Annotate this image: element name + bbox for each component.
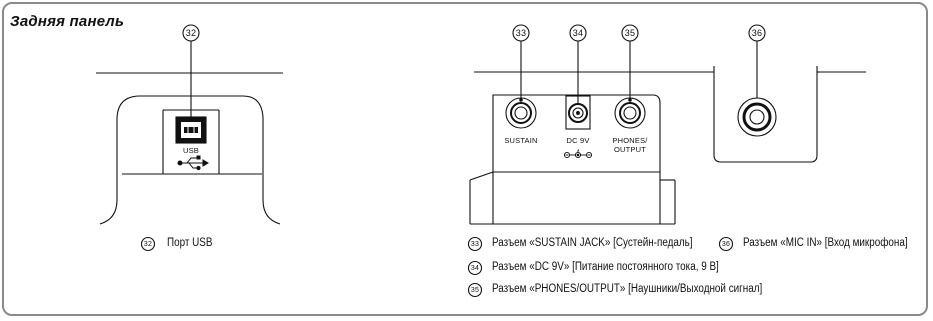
- phones-label-line1: PHONES/: [612, 136, 648, 145]
- sustain-label: SUSTAIN: [504, 136, 538, 145]
- callout-number-33: 33: [515, 28, 527, 38]
- usb-port-icon: [175, 116, 207, 144]
- mic-panel-drawing: [673, 66, 866, 163]
- legend-number-33: 33: [470, 241, 480, 248]
- callout-number-35: 35: [624, 28, 636, 38]
- legend-text-34: Разъем «DC 9V» [Питание постоянного тока…: [492, 261, 719, 273]
- legend-circle-32: [140, 236, 156, 252]
- phones-label-line2: OUTPUT: [613, 145, 647, 154]
- phones-jack: [614, 97, 646, 129]
- legend-number-35: 35: [470, 287, 480, 294]
- legend-circle-33: [467, 236, 483, 252]
- legend-circle-35: [467, 282, 483, 298]
- panel-frame: [2, 2, 928, 316]
- legend-number-34: 34: [470, 265, 480, 272]
- legend-text-35: Разъем «PHONES/OUTPUT» [Наушники/Выходно…: [492, 283, 763, 295]
- legend-number-32: 32: [143, 241, 153, 248]
- legend-circle-34: [467, 260, 483, 276]
- callout-circle-36: [748, 24, 766, 42]
- callout-number-32: 32: [185, 28, 197, 38]
- legend-text-33: Разъем «SUSTAIN JACK» [Сустейн-педаль]: [492, 237, 693, 249]
- legend-circle-36: [718, 236, 734, 252]
- callout-circle-34: [569, 24, 587, 42]
- callout-circle-33: [512, 24, 530, 42]
- mic-jack: [737, 97, 777, 137]
- panel-title: Задняя панель: [10, 13, 125, 30]
- usb-symbol-icon: [177, 155, 209, 171]
- sustain-jack: [505, 97, 537, 129]
- callout-number-36: 36: [751, 28, 763, 38]
- usb-label: USB: [182, 146, 200, 155]
- callout-number-34: 34: [572, 28, 584, 38]
- jack-panel-drawing: [469, 71, 676, 225]
- usb-panel-drawing: [96, 72, 283, 225]
- dc-polarity-icon: [563, 149, 593, 159]
- callout-circle-32: [182, 24, 200, 42]
- legend-text-32: Порт USB: [167, 237, 213, 249]
- legend-text-36: Разъем «MIC IN» [Вход микрофона]: [743, 237, 908, 249]
- legend-number-36: 36: [721, 241, 731, 248]
- callout-circle-35: [621, 24, 639, 42]
- dc-label: DC 9V: [566, 136, 590, 145]
